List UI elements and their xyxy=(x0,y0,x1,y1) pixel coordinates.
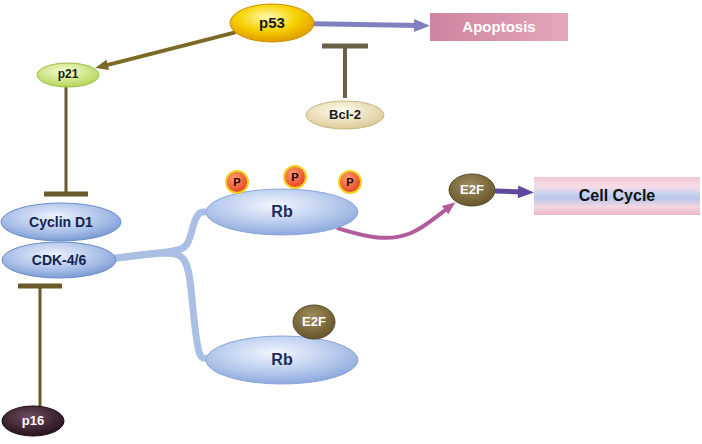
protein-ellipse: Rb xyxy=(205,188,359,236)
inhibition-tee xyxy=(18,283,62,288)
arrow-head xyxy=(414,19,430,32)
protein-ellipse: Bcl-2 xyxy=(305,100,385,130)
node-ellipse xyxy=(226,171,248,193)
node-ellipse xyxy=(339,171,361,193)
connector-line xyxy=(315,24,419,26)
pathway-connector xyxy=(18,286,62,405)
pathway-connector xyxy=(117,253,206,358)
node-label: E2F xyxy=(302,315,326,330)
connector-line xyxy=(104,33,234,66)
node-ellipse xyxy=(306,101,384,129)
node-ellipse xyxy=(37,63,99,87)
protein-ellipse: p21 xyxy=(36,62,100,88)
node-label: Cell Cycle xyxy=(579,187,655,205)
node-ellipse xyxy=(230,4,314,42)
pathway-connector xyxy=(95,33,234,70)
protein-ellipse: Rb xyxy=(205,335,359,385)
protein-ellipse: E2F xyxy=(448,173,496,207)
node-ellipse xyxy=(449,174,495,206)
node-label: P xyxy=(291,171,298,184)
arrow-head xyxy=(518,186,534,199)
connector-line xyxy=(65,88,68,194)
pathway-connector xyxy=(315,19,430,32)
node-ellipse xyxy=(284,166,306,188)
node-label: p21 xyxy=(58,68,79,82)
node-label: P xyxy=(346,176,353,189)
inhibition-tee xyxy=(322,44,368,49)
node-label: p16 xyxy=(22,414,44,429)
outcome-band: Cell Cycle xyxy=(534,177,700,215)
node-label: Bcl-2 xyxy=(329,108,361,123)
node-label: Rb xyxy=(271,203,292,221)
outcome-box: Apoptosis xyxy=(430,13,568,41)
protein-ellipse: p16 xyxy=(1,405,65,437)
node-label: Cyclin D1 xyxy=(29,214,93,230)
node-ellipse xyxy=(206,189,358,235)
node-ellipse xyxy=(2,406,64,436)
node-ellipse xyxy=(293,305,335,339)
node-label: p53 xyxy=(259,14,285,31)
node-ellipse xyxy=(2,242,116,278)
arrow-head xyxy=(442,202,456,214)
pathway-connector xyxy=(44,88,88,194)
connector-line xyxy=(117,253,206,358)
arrow-head xyxy=(95,60,109,70)
pathway-connector xyxy=(496,186,534,199)
inhibition-bar xyxy=(322,46,368,98)
node-label: CDK-4/6 xyxy=(32,252,86,268)
node-ellipse xyxy=(1,203,121,241)
node-label: Apoptosis xyxy=(462,18,535,35)
phosphate-circle: P xyxy=(283,165,307,189)
node-ellipse xyxy=(206,336,358,384)
connector-line xyxy=(39,286,42,405)
phosphate-circle: P xyxy=(338,170,362,194)
node-label: P xyxy=(233,176,240,189)
protein-ellipse: p53 xyxy=(229,3,315,43)
node-label: E2F xyxy=(460,183,484,198)
protein-ellipse: E2F xyxy=(292,304,336,340)
inhibition-line xyxy=(343,47,347,98)
phosphate-circle: P xyxy=(225,170,249,194)
protein-ellipse: CDK-4/6 xyxy=(1,241,117,279)
inhibition-tee xyxy=(44,192,88,197)
node-label: Rb xyxy=(271,351,292,369)
protein-ellipse: Cyclin D1 xyxy=(0,202,122,242)
